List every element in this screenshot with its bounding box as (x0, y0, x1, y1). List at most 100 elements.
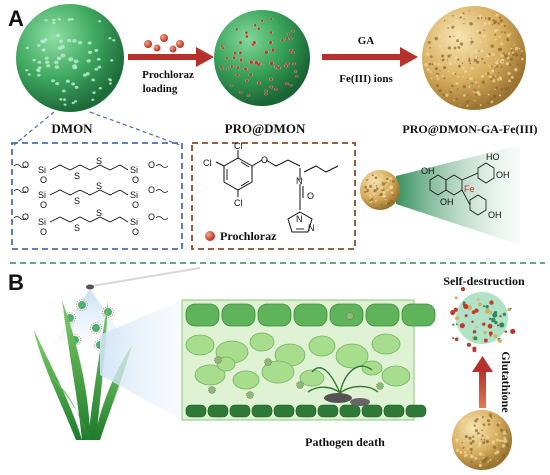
pore (87, 50, 93, 54)
texture-speck (468, 85, 471, 88)
texture-speck (492, 94, 497, 98)
label-pathogen-death: Pathogen death (305, 435, 385, 449)
texture-speck (473, 91, 476, 93)
texture-speck (464, 69, 467, 73)
texture-speck (383, 187, 385, 189)
texture-speck (443, 66, 447, 70)
epidermis-cell (221, 303, 256, 327)
burst-fragment (472, 348, 477, 353)
texture-speck (454, 18, 458, 23)
texture-speck (497, 28, 499, 31)
texture-speck (368, 194, 372, 197)
texture-speck (424, 63, 428, 67)
texture-speck (459, 15, 461, 17)
spray-particle-halo (76, 299, 88, 311)
pore (37, 44, 41, 48)
lower-epidermis (185, 404, 427, 418)
pore (108, 37, 112, 40)
drug-dot (230, 65, 234, 68)
texture-speck (431, 63, 434, 66)
texture-speck (451, 33, 456, 37)
leaf-nanoparticles (208, 312, 384, 399)
chem-oh-4: OH (488, 210, 502, 220)
texture-speck (517, 63, 520, 66)
texture-speck (493, 445, 497, 449)
texture-speck (511, 51, 515, 55)
texture-speck (463, 94, 466, 97)
burst-fragment (510, 328, 516, 334)
drug-dot (274, 87, 278, 91)
epidermis-cell (401, 303, 436, 327)
burst-fragment (466, 342, 471, 347)
texture-speck (466, 104, 469, 107)
pore (108, 82, 112, 85)
texture-speck (477, 444, 481, 448)
texture-speck (382, 194, 386, 198)
texture-speck (440, 54, 445, 58)
pore (41, 48, 46, 52)
pore (46, 64, 51, 68)
pore (63, 98, 67, 101)
burst-fragment (475, 326, 478, 328)
texture-speck (488, 416, 491, 420)
texture-speck (462, 446, 465, 449)
texture-speck (483, 21, 487, 26)
texture-speck (480, 438, 483, 441)
texture-speck (459, 13, 464, 17)
texture-speck (477, 441, 482, 446)
o-right: O (148, 185, 155, 195)
burst-fragment (493, 334, 498, 338)
texture-speck (494, 88, 496, 91)
texture-speck (454, 26, 458, 30)
texture-speck (445, 93, 449, 97)
texture-speck (466, 99, 470, 104)
texture-speck (467, 78, 469, 80)
texture-speck (483, 438, 486, 441)
coordination-inset: Fe OH HO OH OH OH (360, 145, 520, 245)
s-atom: S (96, 181, 102, 191)
texture-speck (492, 79, 496, 83)
texture-speck (476, 60, 480, 64)
texture-speck (495, 450, 500, 454)
si-left: Si (38, 217, 46, 227)
pore (37, 73, 41, 77)
texture-speck (469, 62, 472, 65)
texture-speck (482, 424, 484, 427)
texture-speck (475, 55, 478, 59)
texture-speck (438, 33, 442, 37)
texture-speck (510, 75, 514, 79)
pore (32, 58, 36, 62)
si-chain (49, 216, 129, 223)
si-left: Si (38, 190, 46, 200)
texture-speck (374, 200, 377, 202)
pore (37, 60, 42, 64)
prochloraz-structure-box: Cl Cl Cl O N O N N Prochloraz (191, 141, 356, 250)
lower-epidermis-cell (229, 404, 251, 418)
pore (82, 73, 87, 77)
chem-n-imidazole-1: N (296, 214, 303, 224)
texture-speck (495, 60, 499, 65)
texture-speck (483, 61, 486, 64)
texture-speck (448, 35, 452, 38)
arrow1-label-bottom: loading (143, 83, 178, 95)
drug-dot (286, 62, 289, 66)
drug-dot (271, 48, 275, 52)
texture-speck (443, 77, 446, 80)
chem-n-amide: N (296, 176, 303, 186)
pore (71, 101, 75, 105)
drug-dot (238, 51, 242, 55)
burst-fragment (507, 307, 511, 312)
texture-speck (454, 438, 457, 441)
arrow2-label-bottom: Fe(III) ions (339, 73, 393, 85)
chem-oh-1: OH (421, 166, 435, 176)
drug-dot (285, 37, 289, 40)
texture-speck (487, 418, 491, 423)
texture-speck (498, 94, 502, 97)
texture-speck (471, 439, 475, 443)
si-left: Si (38, 165, 46, 175)
texture-speck (470, 53, 473, 56)
drug-dot (236, 66, 240, 69)
drug-dot (264, 50, 269, 55)
texture-speck (500, 53, 504, 58)
